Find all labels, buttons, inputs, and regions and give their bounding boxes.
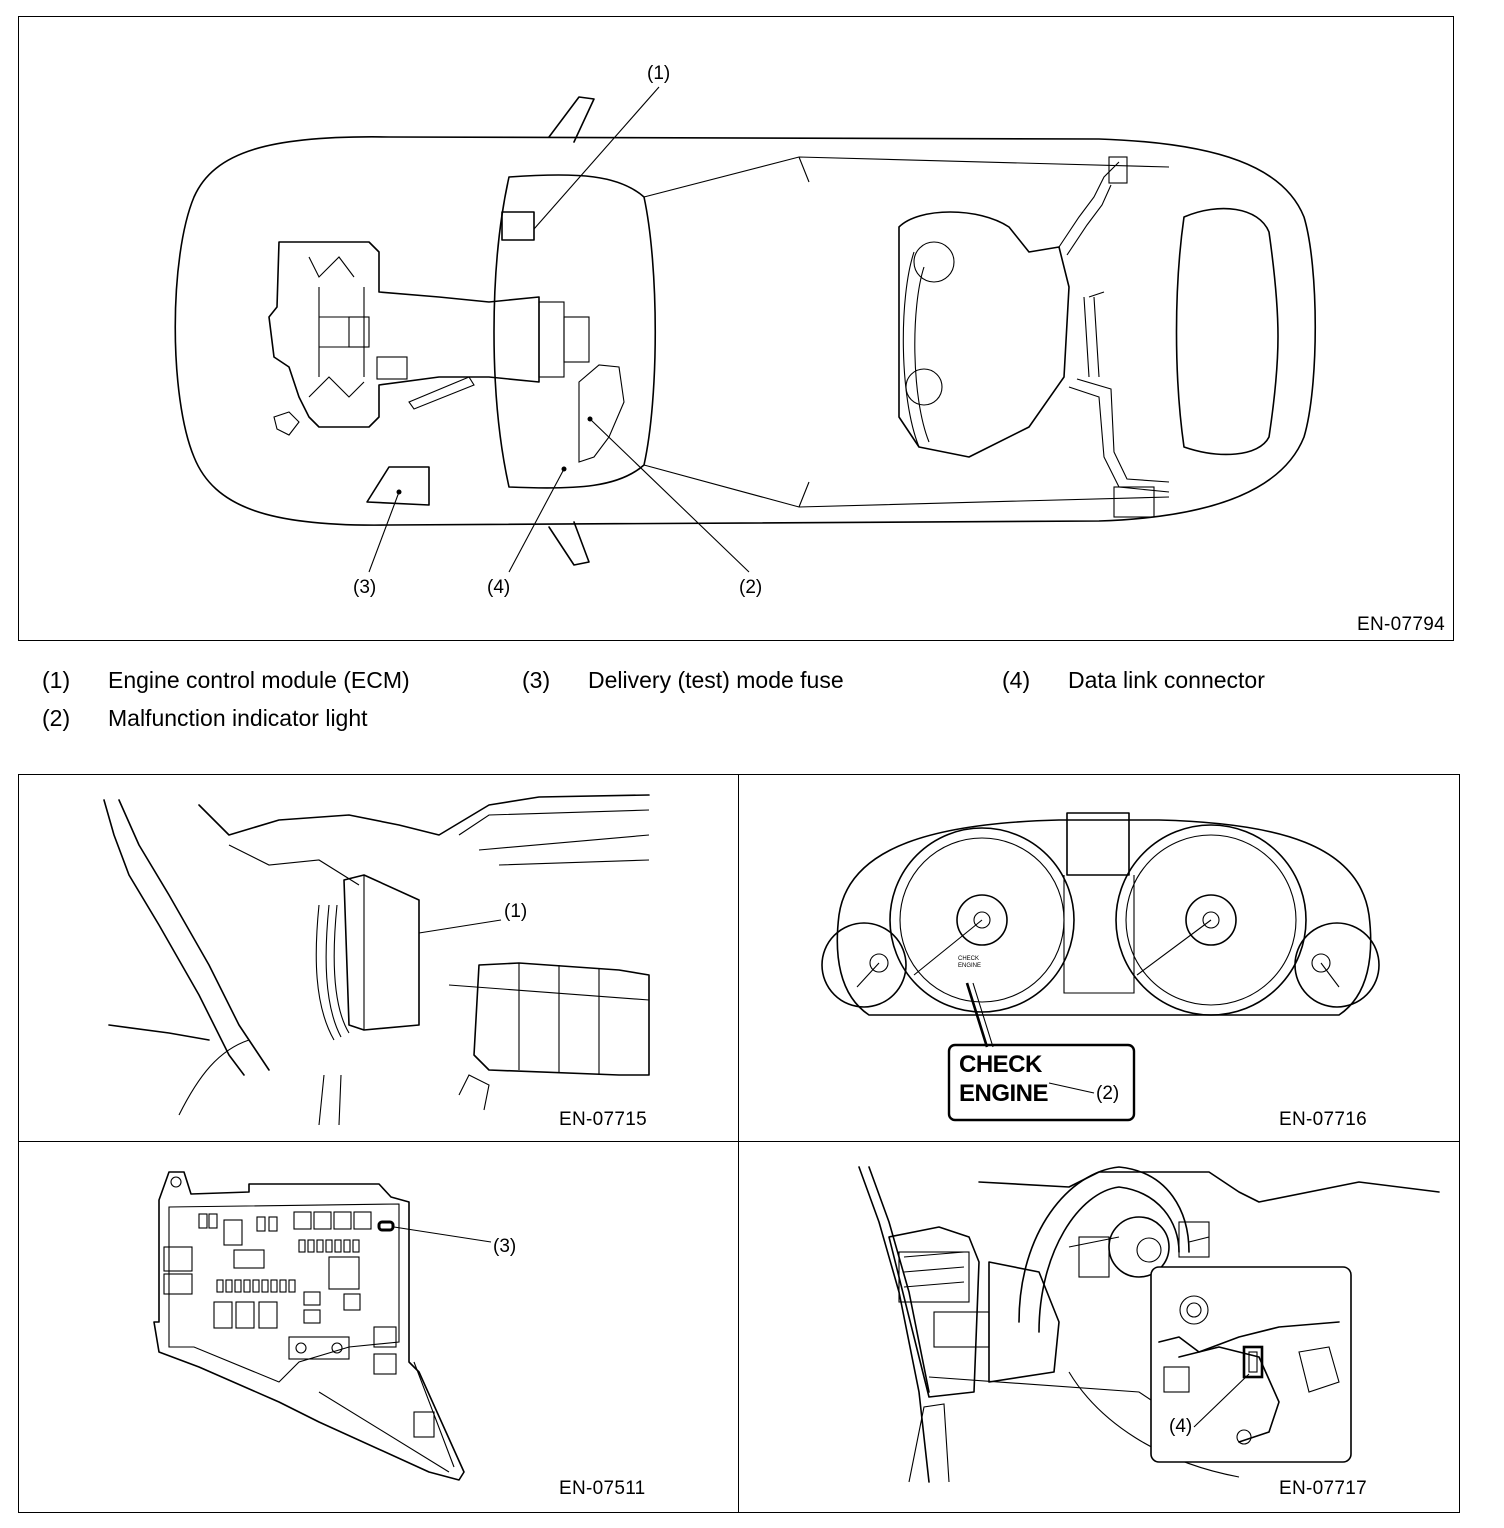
ecm-panel: (1) EN-07715 — [18, 774, 739, 1142]
legend-text: Malfunction indicator light — [108, 705, 368, 731]
fusebox-drawing — [153, 1171, 492, 1481]
legend-text: Delivery (test) mode fuse — [588, 667, 844, 693]
check-engine-label-line1: CHECK — [959, 1051, 1042, 1078]
ecm-callout: (1) — [504, 901, 528, 922]
legend-text: Data link connector — [1068, 667, 1265, 693]
legend-num: (2) — [42, 705, 71, 731]
vehicle-overview-figure: (1) (2) (3) (4) EN-07794 — [18, 16, 1454, 641]
check-engine-tiny-line2: ENGINE — [958, 963, 982, 969]
callout-4: (4) — [487, 577, 511, 598]
dlc-figure-id: EN-07717 — [1279, 1478, 1367, 1499]
check-engine-tiny-line1: CHECK — [958, 956, 980, 962]
dlc-panel: (4) EN-07717 — [738, 1141, 1460, 1513]
dlc-callout: (4) — [1169, 1416, 1193, 1437]
vehicle-overview-drawing — [174, 86, 1316, 573]
ecm-figure-id: EN-07715 — [559, 1109, 647, 1130]
legend-num: (3) — [522, 667, 551, 693]
legend-num: (1) — [42, 667, 71, 693]
fusebox-figure-id: EN-07511 — [559, 1478, 646, 1499]
fusebox-panel: (3) EN-07511 — [18, 1141, 739, 1513]
figure-id: EN-07794 — [1357, 614, 1445, 635]
fuse-callout: (3) — [493, 1236, 517, 1257]
ecm-drawing — [103, 794, 650, 1126]
dlc-drawing — [858, 1166, 1440, 1483]
cluster-callout: (2) — [1096, 1083, 1120, 1104]
callout-2: (2) — [739, 577, 763, 598]
callout-1: (1) — [647, 63, 671, 84]
callout-3: (3) — [353, 577, 377, 598]
cluster-drawing — [821, 812, 1380, 1122]
check-engine-label-line2: ENGINE — [959, 1080, 1049, 1107]
legend-text: Engine control module (ECM) — [108, 667, 410, 693]
cluster-panel: CHECK ENGINE CHECK ENGINE (2) EN-07716 — [738, 774, 1460, 1142]
legend-num: (4) — [1002, 667, 1031, 693]
cluster-figure-id: EN-07716 — [1279, 1109, 1367, 1130]
